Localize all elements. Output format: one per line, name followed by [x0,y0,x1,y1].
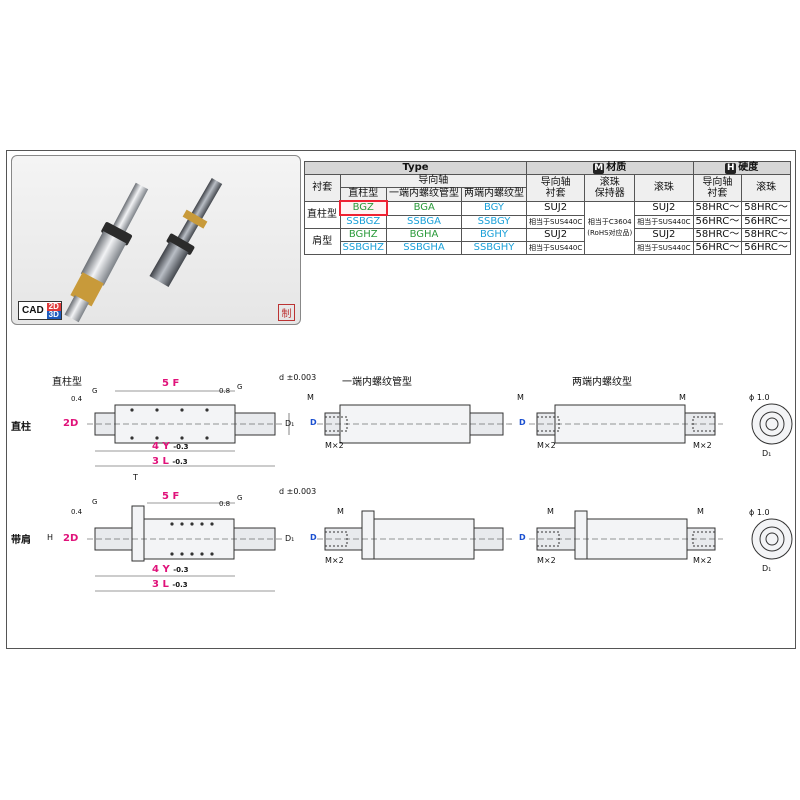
row2-label: 带肩 [11,535,31,546]
dim-d-row1: d ±0.003 [279,373,317,382]
hard-shaft-4: 56HRC～ [692,241,743,255]
dim-Mx2-both-left: M×2 [537,441,556,450]
dim-Mx2-both-left-row2: M×2 [537,556,556,565]
dim-M-both-left: M [517,393,524,402]
dim-08-row2: 0.8 [219,500,231,508]
hard-ball-1: 58HRC～ [741,200,791,216]
dim-M-both-right-row2: M [697,507,704,516]
col-both-ends: 两端内螺纹型 [461,187,527,202]
dim-D-row1: 2D [63,418,79,429]
dim-Mx2-one-end-row2: M×2 [325,556,344,565]
dim-d-row2: d ±0.003 [279,487,317,496]
col-mat-shaft: 导向轴 衬套 [525,174,586,202]
shoulder-one-end-drawing [317,510,512,560]
dim-F-row1: 5 F [162,378,180,389]
product-illustration [64,178,223,323]
dim-G-right-row1: G [237,383,243,391]
shoulder-shaft-drawing [87,502,285,592]
dim-D-one-end-row2: D [310,533,317,542]
dim-G-left-row1: G [92,387,98,395]
dim-D-row2: 2D [63,533,79,544]
dim-T-row2: T [133,473,138,482]
dim-G-right-row2: G [237,494,243,502]
col-mat-retainer: 滚珠 保持器 [584,174,636,202]
dim-F-row2: 5 F [162,491,180,502]
mat-shaft-1: SUJ2 [525,200,586,216]
dim-04-row1: 0.4 [71,395,83,403]
dim-D-both-row2: D [519,533,526,542]
dim-D1-row1: D₁ [285,419,295,428]
dim-L-row1: 3 L -0.3 [152,456,188,467]
dim-04-row2: 0.4 [71,508,83,516]
dim-Mx2-one-end: M×2 [325,441,344,450]
dim-Y-row2: 4 Y -0.3 [152,564,189,575]
dim-D1-end1: D₁ [762,449,772,458]
mat-shaft-4: 相当于SUS440C [525,241,586,255]
hardness-badge: H [725,163,737,174]
cad-label: CAD [22,305,44,316]
end-view-2 [751,518,793,560]
dim-phi-row2: ϕ 1.0 [749,508,770,517]
col-hard-ball: 滚珠 [741,174,791,202]
col-straight: 直柱型 [339,187,387,202]
material-badge: M [593,163,605,174]
title-straight: 直柱型 [52,377,82,388]
hard-shaft-1: 58HRC～ [692,200,743,216]
code-BGA[interactable]: BGA [386,200,462,216]
dim-L-row2: 3 L -0.3 [152,579,188,590]
dim-08-row1: 0.8 [219,387,231,395]
dim-D1-row2: D₁ [285,534,295,543]
dim-M-one-end: M [307,393,314,402]
straight-shaft-drawing [87,390,290,467]
dim-H-row2: H [47,533,54,542]
shoulder-both-ends-drawing [529,510,723,560]
col-bushing: 衬套 [304,174,341,202]
code-BGZ[interactable]: BGZ [339,200,388,216]
hard-ball-4: 56HRC～ [741,241,791,255]
dim-D1-end2: D₁ [762,564,772,573]
dim-phi-row1: ϕ 1.0 [749,393,770,402]
dim-G-left-row2: G [92,498,98,506]
both-ends-shaft-drawing [529,404,723,444]
mat-retainer: 相当于C3604 (RoHS对应品) [584,200,636,255]
dim-M-one-end-row2: M [337,507,344,516]
technical-drawing [87,390,793,592]
title-both-ends: 两端内螺纹型 [572,377,632,388]
cad-3d: 3D [46,309,61,319]
cad-2d: 2D [46,301,61,311]
dim-D-one-end: D [310,418,317,427]
dim-Mx2-both-right: M×2 [693,441,712,450]
end-view-1 [751,403,793,445]
dim-M-both-right: M [679,393,686,402]
col-guide-shaft: 导向轴 [339,174,527,188]
one-end-shaft-drawing [317,404,512,444]
mat-ball-1: SUJ2 [634,200,694,216]
col-mat-ball: 滚珠 [634,174,694,202]
dim-D-both: D [519,418,526,427]
dim-M-both-left-row2: M [547,507,554,516]
dim-Y-row1: 4 Y -0.3 [152,441,189,452]
title-one-end: 一端内螺纹管型 [342,377,412,388]
mat-ball-4: 相当于SUS440C [634,241,694,255]
dim-Mx2-both-right-row2: M×2 [693,556,712,565]
row1-label: 直柱 [11,422,31,433]
made-to-order-seal: 制 [278,304,295,321]
